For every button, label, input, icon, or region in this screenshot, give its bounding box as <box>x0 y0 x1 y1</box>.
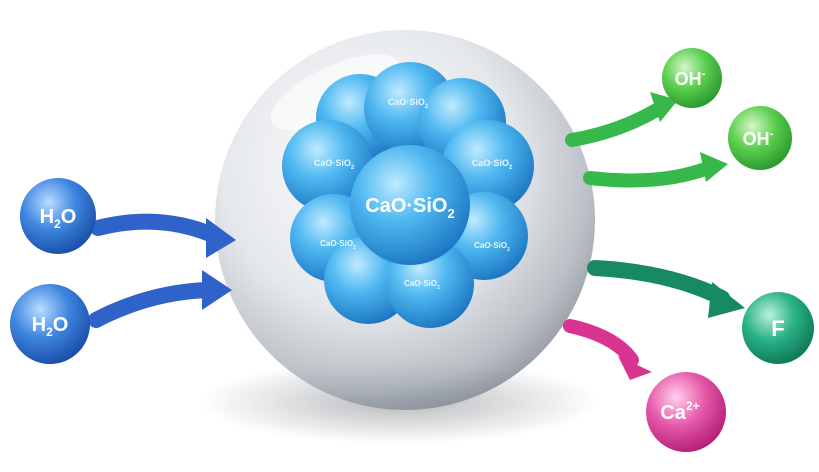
hydroxide-ion-top: OH- <box>662 48 722 108</box>
water-label-bottom: H2O <box>32 314 69 339</box>
hydroxide-label-middle: OH- <box>743 128 774 149</box>
core-cluster: CaO·SiO2 CaO·SiO2 CaO·SiO2 CaO·SiO2 CaO·… <box>282 62 534 328</box>
hydroxide-label-top: OH- <box>675 68 706 89</box>
hydroxide-ion-middle: OH- <box>728 106 792 170</box>
cluster-label-top: CaO·SiO2 <box>388 97 429 110</box>
arrow-fluoride <box>587 260 745 318</box>
arrow-hydroxide-top <box>565 92 678 147</box>
arrow-water-top <box>90 213 236 258</box>
calcium-label: Ca2+ <box>660 399 699 424</box>
water-molecule-bottom: H2O <box>10 284 90 364</box>
water-molecule-top: H2O <box>20 178 96 254</box>
fluoride-ion: F <box>742 292 814 364</box>
arrow-water-bottom <box>88 270 232 328</box>
core-center-label: CaO·SiO2 <box>365 195 454 221</box>
cluster-sphere <box>282 120 374 212</box>
cluster-label-lower-left: CaO·SiO2 <box>320 239 356 251</box>
fluoride-label: F <box>771 316 784 341</box>
water-label-top: H2O <box>40 206 77 231</box>
cluster-label-right: CaO·SiO2 <box>472 158 513 171</box>
arrow-calcium <box>563 319 652 380</box>
cluster-label-lower-right: CaO·SiO2 <box>474 241 510 253</box>
cluster-label-bottom: CaO·SiO2 <box>404 279 440 291</box>
cluster-label-left: CaO·SiO2 <box>314 158 355 171</box>
arrow-hydroxide-middle <box>583 152 728 188</box>
calcium-ion: Ca2+ <box>646 372 726 452</box>
cluster-center-sphere <box>350 145 470 265</box>
